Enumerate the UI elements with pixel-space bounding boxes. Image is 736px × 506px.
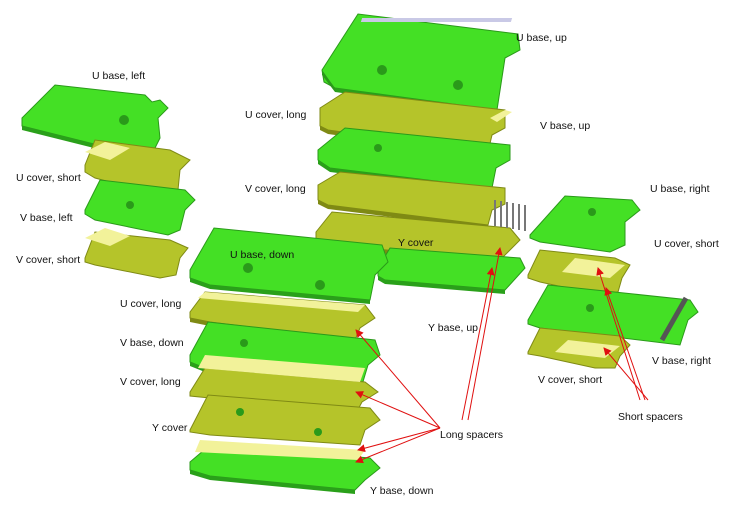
label-u-base-left: U base, left xyxy=(92,70,145,82)
label-u-base-up: U base, up xyxy=(516,32,567,44)
label-y-cover-left: Y cover xyxy=(152,422,188,434)
left-stack xyxy=(21,84,196,279)
label-y-cover-top: Y cover xyxy=(398,237,434,249)
labels: U base, up U cover, long V base, up V co… xyxy=(16,32,719,497)
label-v-cover-short-left: V cover, short xyxy=(16,254,80,266)
label-long-spacers: Long spacers xyxy=(440,429,503,441)
label-y-base-down: Y base, down xyxy=(370,485,434,497)
label-v-base-left: V base, left xyxy=(20,212,73,224)
arrow-long-1 xyxy=(355,329,441,429)
label-v-cover-long-top: V cover, long xyxy=(245,183,306,195)
label-u-cover-long-top: U cover, long xyxy=(245,109,306,121)
label-v-base-down: V base, down xyxy=(120,337,184,349)
label-u-base-down: U base, down xyxy=(230,249,294,261)
board-u-base-down xyxy=(189,227,389,304)
board-y-base-up xyxy=(377,247,526,294)
board-y-cover-left xyxy=(189,394,381,446)
long-spacer-arrows xyxy=(355,247,503,464)
label-v-base-up: V base, up xyxy=(540,120,590,132)
connector-strip-right xyxy=(659,296,689,342)
label-u-cover-long-left: U cover, long xyxy=(120,298,181,310)
arrow-long-6 xyxy=(467,247,503,421)
label-short-spacers: Short spacers xyxy=(618,411,683,423)
board-v-cover-long-left xyxy=(189,355,379,416)
board-u-base-right xyxy=(529,195,641,253)
board-y-base-down xyxy=(189,440,381,494)
arrow-long-3 xyxy=(357,427,441,453)
connector-pins-row xyxy=(360,18,513,22)
arrow-short-3 xyxy=(603,347,649,401)
label-y-base-up: Y base, up xyxy=(428,322,478,334)
label-v-cover-short-right: V cover, short xyxy=(538,374,602,386)
right-stack xyxy=(527,195,699,369)
label-u-cover-short-right: U cover, short xyxy=(654,238,719,250)
board-v-cover-short-left xyxy=(84,228,189,279)
arrow-long-4 xyxy=(355,427,441,464)
label-u-base-right: U base, right xyxy=(650,183,710,195)
board-u-cover-short-right xyxy=(527,249,631,296)
arrow-long-2 xyxy=(355,391,441,429)
pin-header-top xyxy=(494,200,526,231)
label-u-cover-short-left: U cover, short xyxy=(16,172,81,184)
arrow-short-2 xyxy=(604,287,646,401)
board-v-base-left xyxy=(84,179,196,236)
arrow-long-5 xyxy=(461,267,495,421)
short-spacer-arrows xyxy=(596,267,649,401)
lower-left-stack xyxy=(189,227,389,494)
label-v-cover-long-left: V cover, long xyxy=(120,376,181,388)
label-v-base-right: V base, right xyxy=(652,355,711,367)
